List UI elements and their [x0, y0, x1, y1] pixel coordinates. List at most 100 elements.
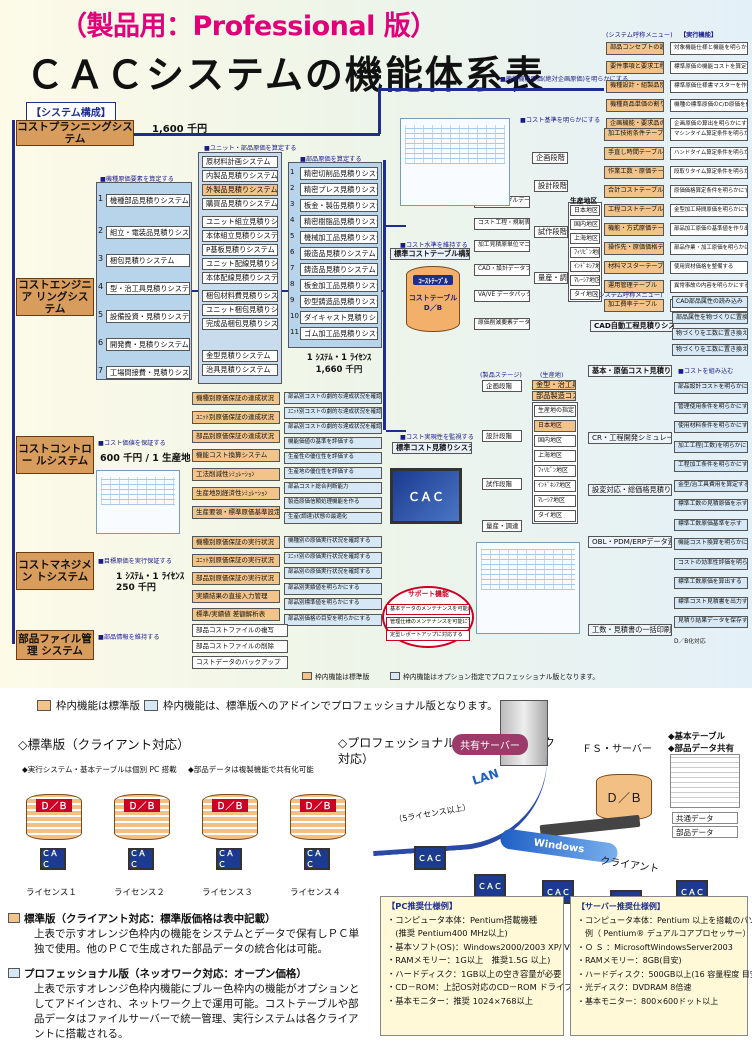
- seimitsu-item[interactable]: 機械加工品見積りシステム: [300, 231, 378, 244]
- table-item[interactable]: 工程コストテーブル: [604, 204, 664, 217]
- stage-item[interactable]: 量産・調達: [482, 520, 522, 532]
- ce-sub-item[interactable]: 治具見積りシステム: [202, 364, 278, 376]
- stage-db-item[interactable]: 生産地の指定: [534, 405, 576, 417]
- kaihatsu-item[interactable]: 試作段階: [534, 226, 568, 238]
- kijun-db[interactable]: ｺｰｽﾄﾃｰﾌﾞﾙ コストテーブル D／B: [406, 266, 460, 332]
- cr-sim-box[interactable]: CR・工程開発シミュレーション: [588, 432, 672, 444]
- cm-item[interactable]: 部品別原価保証の実行状況: [192, 572, 280, 585]
- bf-item[interactable]: 部品コストファイルの削除: [192, 640, 288, 653]
- seizou-sim-box[interactable]: 設変対応・総価格見積りの実行: [588, 484, 672, 496]
- table-item[interactable]: 運用管理テーブル: [604, 280, 664, 293]
- ce-item[interactable]: 組立・電装品見積りシステム: [106, 226, 190, 239]
- stage-db-item[interactable]: ｲﾝﾄﾞﾈｼｱ地区: [534, 480, 576, 492]
- seimitsu-item[interactable]: 精密切削品見積りシステム: [300, 167, 378, 180]
- menu1-item[interactable]: 機種商品単価の割り込み: [606, 99, 664, 112]
- kijun-item[interactable]: コスト工程・規制表データベース: [474, 218, 530, 230]
- ce-item[interactable]: 機種部品見積りシステム: [106, 194, 190, 207]
- category-cost-management[interactable]: コストマネジメン トシステム: [16, 552, 94, 590]
- bf-item[interactable]: コストデータのバックアップ: [192, 656, 288, 669]
- seimitsu-item[interactable]: 精密プレス見積りシステム: [300, 183, 378, 196]
- ce-sub-item[interactable]: ユニット配線見積りシステム: [202, 258, 278, 270]
- ce-item[interactable]: 梱包見積りシステム: [106, 254, 190, 267]
- stage-item[interactable]: 試作段階: [482, 478, 522, 490]
- kijun-item[interactable]: 加工見積原単位マニュアル: [474, 240, 530, 252]
- table-item[interactable]: 合計コストテーブル: [604, 185, 664, 198]
- cm-item[interactable]: 実績結果の直接入力管理: [192, 590, 280, 603]
- menu1-item[interactable]: 要件事項と要求工程の整理: [606, 61, 664, 74]
- ce-sub-item[interactable]: P基板見積りシステム: [202, 244, 278, 256]
- ce-sub-item[interactable]: 購買品見積りシステム: [202, 198, 278, 210]
- table-item[interactable]: 手直し時間テーブル: [604, 147, 664, 160]
- table-item[interactable]: 加工技術条件テーブル: [604, 128, 664, 141]
- ce-sub-item[interactable]: 本体組立見積りシステム: [202, 230, 278, 242]
- category-cost-control[interactable]: コストコントロー ルシステム: [16, 436, 94, 474]
- seisanchi-item[interactable]: ｲﾝﾄﾞﾈｼｱ地区: [570, 261, 600, 272]
- cad-system-box[interactable]: CAD自動工程見積りシステム: [590, 320, 674, 332]
- support-item[interactable]: 定型レポートアップに対応する: [386, 630, 470, 641]
- stage-item[interactable]: 企画段階: [482, 380, 522, 392]
- kijun-item[interactable]: VA/VE データパック: [474, 290, 530, 302]
- seimitsu-item[interactable]: 板金加工品見積りシステム: [300, 279, 378, 292]
- seimitsu-item[interactable]: 鍛造品見積りシステム: [300, 247, 378, 260]
- kaihatsu-item[interactable]: 設計段階: [534, 180, 568, 192]
- table-item[interactable]: 機能・方式原価テーブル: [604, 223, 664, 236]
- stage-db-item[interactable]: 上海地区: [534, 450, 576, 462]
- cc-item[interactable]: 機種別原価保証の達成状況: [192, 392, 280, 405]
- seimitsu-item[interactable]: 砂型鋳造品見積りシステム: [300, 295, 378, 308]
- stage-db-item[interactable]: 日本地区: [534, 420, 576, 432]
- ce-sub-item[interactable]: 原材料計画システム: [202, 156, 278, 168]
- menu1-item[interactable]: 部品コンセプトの設計: [606, 42, 664, 55]
- ce-sub-item[interactable]: 本体配線見積りシステム: [202, 272, 278, 284]
- stage-db-item[interactable]: タイ地区: [534, 510, 576, 522]
- category-cost-planning[interactable]: コストプランニングシステム: [16, 120, 134, 146]
- support-item[interactable]: 管理仕様のメンテナンスを可能にする: [386, 617, 470, 628]
- ce-sub-item[interactable]: 内製品見積りシステム: [202, 170, 278, 182]
- seisanchi-item[interactable]: 国内地区: [570, 219, 600, 230]
- bf-item[interactable]: 部品コストファイルの複写: [192, 624, 288, 637]
- cm-item[interactable]: ﾕﾆｯﾄ別原価保証の実行状況: [192, 554, 280, 567]
- cm-item[interactable]: 機種別原価保証の実行状況: [192, 536, 280, 549]
- seimitsu-item[interactable]: ゴム加工品見積りシステム: [300, 327, 378, 340]
- kaihatsu-kikaku[interactable]: 企画段階: [532, 152, 568, 164]
- kihon-cost-box[interactable]: 基本・原価コスト見積りシステム: [588, 365, 672, 377]
- ce-sub-item[interactable]: ユニット梱包見積りシステム: [202, 304, 278, 316]
- stage-db-item[interactable]: ﾌｨﾘﾋﾟﾝ地区: [534, 465, 576, 477]
- seimitsu-item[interactable]: ダイキャスト見積りシステム: [300, 311, 378, 324]
- menu1-item[interactable]: 機種設計・組製品別データ: [606, 80, 664, 93]
- kijun-item[interactable]: CAD・設計データファイル: [474, 264, 530, 276]
- table-item[interactable]: 操作先・原価価格テーブル: [604, 242, 664, 255]
- ce-sub-item[interactable]: 金型見積りシステム: [202, 350, 278, 362]
- cc-item[interactable]: 部品別原価保証の達成状況: [192, 430, 280, 443]
- seisanchi-item[interactable]: 日本地区: [570, 205, 600, 216]
- cc-item[interactable]: 生産地別経済性ｼﾐｭﾚｰｼｮﾝ: [192, 487, 280, 500]
- hyoujun-shisan-box[interactable]: 標準コスト見積りシステム: [392, 442, 472, 454]
- seimitsu-item[interactable]: 鋳造品見積りシステム: [300, 263, 378, 276]
- seisanchi-item[interactable]: ﾌｨﾘﾋﾟﾝ地区: [570, 247, 600, 258]
- cm-item[interactable]: 標準/実績値 差額解析表: [192, 608, 280, 621]
- stage-db-item[interactable]: 国内地区: [534, 435, 576, 447]
- ce-item[interactable]: 工場間接費・見積りシステム: [106, 366, 190, 379]
- ce-sub-item[interactable]: 完成品梱包見積りシステム: [202, 318, 278, 330]
- seisanchi-item[interactable]: タイ地区: [570, 289, 600, 300]
- obl-box[interactable]: OBL・PDM/ERPデータ連携: [588, 536, 672, 548]
- cc-item[interactable]: 生産要領・標準原価基準設定: [192, 506, 280, 519]
- cc-item[interactable]: 機能コスト換算システム: [192, 449, 280, 462]
- seisanchi-item[interactable]: ﾏﾚｰｼｱ地区: [570, 275, 600, 286]
- table-item[interactable]: 加工費率テーブル: [604, 299, 664, 312]
- cc-item[interactable]: ﾕﾆｯﾄ別原価保証の達成状況: [192, 411, 280, 424]
- seimitsu-item[interactable]: 精密樹脂品見積りシステム: [300, 215, 378, 228]
- seimitsu-item[interactable]: 板金・製缶見積りシステム: [300, 199, 378, 212]
- ce-item[interactable]: 設備投資・見積りシステム: [106, 310, 190, 323]
- cc-item[interactable]: 工法削減性ｼﾐｭﾚｰｼｮﾝ: [192, 468, 280, 481]
- ce-sub-item[interactable]: 外製品見積りシステム: [202, 184, 278, 196]
- kijun-table-box[interactable]: 標準コストテーブル構築: [390, 248, 470, 260]
- table-item[interactable]: 作業工数・原価テーブル: [604, 166, 664, 179]
- kouji-box[interactable]: 工数・見積書の一括印刷: [588, 624, 672, 636]
- table-item[interactable]: 材料マスターテーブル: [604, 261, 664, 274]
- seisanchi-item[interactable]: 上海地区: [570, 233, 600, 244]
- support-item[interactable]: 基本データのメンテナンスを可能にする: [386, 604, 470, 615]
- ce-item[interactable]: 型・治工具見積りシステム: [106, 282, 190, 295]
- category-parts-file[interactable]: 部品ファイル管理 システム: [16, 630, 94, 660]
- ce-sub-item[interactable]: ユニット組立見積りシステム: [202, 216, 278, 228]
- stage-db-item[interactable]: ﾏﾚｰｼｱ地区: [534, 495, 576, 507]
